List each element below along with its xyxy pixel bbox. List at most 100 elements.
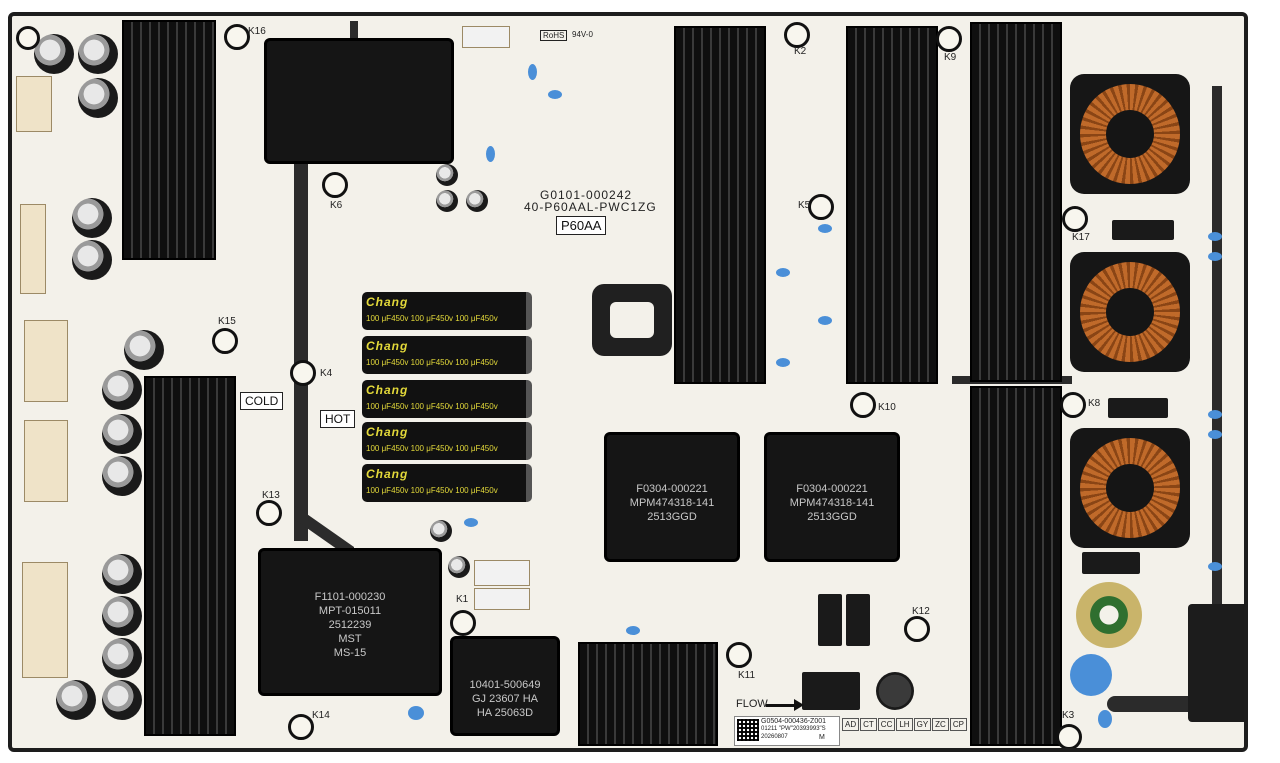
bulk-capacitor-2: Chang 100 μF450v 100 μF450v 100 μF450v xyxy=(362,336,532,374)
blue-cap xyxy=(528,64,537,80)
bulk-capacitor-4: Chang 100 μF450v 100 μF450v 100 μF450v xyxy=(362,422,532,460)
cap-c9 xyxy=(102,456,142,496)
mount-hole-k3 xyxy=(1056,724,1082,748)
qr-code-icon xyxy=(737,719,759,741)
cap-c13 xyxy=(102,680,142,720)
hole-label-k6: K6 xyxy=(330,200,343,211)
varistor-blue xyxy=(1070,654,1112,696)
relay-1 xyxy=(1112,220,1174,240)
bulk-capacitor-1: Chang 100 μF450v 100 μF450v 100 μF450v xyxy=(362,292,532,330)
cap-c11 xyxy=(102,596,142,636)
bulk-capacitor-5: Chang 100 μF450v 100 μF450v 100 μF450v xyxy=(362,464,532,502)
heatsink-right-top xyxy=(970,22,1062,382)
power-supply-board: Chang 100 μF450v 100 μF450v 100 μF450v C… xyxy=(8,12,1248,752)
heatsink-bottom-left xyxy=(144,376,236,736)
mount-hole-k11 xyxy=(726,642,752,668)
hole-label-k2: K2 xyxy=(794,46,807,57)
cap-c3 xyxy=(78,78,118,118)
mount-hole-k6 xyxy=(322,172,348,198)
blue-cap xyxy=(818,316,832,325)
heatsink-right-bottom xyxy=(970,386,1062,746)
cap-c10 xyxy=(102,554,142,594)
connector-center-small-2 xyxy=(474,588,530,610)
optocoupler-1 xyxy=(818,594,842,646)
hole-label-k1: K1 xyxy=(456,594,469,605)
pfc-inductor: 10401-500649 GJ 23607 HA HA 25063D xyxy=(450,636,560,736)
blue-cap xyxy=(548,90,562,99)
hole-label-k13: K13 xyxy=(262,490,280,501)
main-transformer-1: F0304-000221 MPM474318-141 2513GGD xyxy=(604,432,740,562)
cap-c18 xyxy=(430,520,452,542)
cap-c17 xyxy=(466,190,488,212)
connector-left-1 xyxy=(20,204,46,294)
blue-cap xyxy=(1208,562,1222,571)
mount-hole-k10 xyxy=(850,392,876,418)
mount-hole-k9 xyxy=(936,26,962,52)
blue-cap xyxy=(818,224,832,233)
mount-hole-k5 xyxy=(808,194,834,220)
hole-label-k16: K16 xyxy=(248,26,266,37)
relay-2 xyxy=(1108,398,1168,418)
blue-cap xyxy=(776,268,790,277)
part-number: G0101-000242 xyxy=(540,188,633,202)
common-mode-choke-2 xyxy=(1070,252,1190,372)
cap-c14 xyxy=(56,680,96,720)
hole-label-k4: K4 xyxy=(320,368,333,379)
hole-label-k3: K3 xyxy=(1062,710,1075,721)
connector-left-2 xyxy=(24,320,68,402)
mount-hole-k12 xyxy=(904,616,930,642)
main-transformer-2: F0304-000221 MPM474318-141 2513GGD xyxy=(764,432,900,562)
hole-label-k11: K11 xyxy=(738,670,756,681)
mount-hole-k14 xyxy=(288,714,314,740)
mount-hole-k17 xyxy=(1062,206,1088,232)
blue-cap xyxy=(464,518,478,527)
hole-label-k15: K15 xyxy=(218,316,236,327)
heatsink-bottom-center xyxy=(578,642,718,746)
flow-label: FLOW xyxy=(736,698,768,710)
cap-c8 xyxy=(102,414,142,454)
mount-hole-k8 xyxy=(1060,392,1086,418)
connector-center-small xyxy=(474,560,530,586)
pcb-flammability-code: 94V-0 xyxy=(572,30,593,39)
model-box: P60AA xyxy=(556,216,607,235)
ac-inlet-connector xyxy=(1188,604,1244,722)
cap-c6 xyxy=(124,330,164,370)
relay-4 xyxy=(802,672,860,710)
standby-transformer: F1101-000230 MPT-015011 2512239 MST MS-1… xyxy=(258,548,442,696)
flow-arrow xyxy=(766,704,796,707)
blue-cap xyxy=(1208,410,1222,419)
flow-arrow-head xyxy=(794,699,804,711)
cap-c4 xyxy=(72,198,112,238)
mount-hole-k4 xyxy=(290,360,316,386)
cap-c5 xyxy=(72,240,112,280)
cap-c20 xyxy=(876,672,914,710)
common-mode-choke-3 xyxy=(1070,428,1190,548)
trace-hot-cold-divider xyxy=(294,161,308,541)
flyback-transformer-top xyxy=(264,38,454,164)
model-number: 40-P60AAL-PWC1ZG xyxy=(524,200,657,214)
hole-label-k14: K14 xyxy=(312,710,330,721)
cap-c2 xyxy=(78,34,118,74)
small-toroid xyxy=(1076,582,1142,648)
cap-c7 xyxy=(102,370,142,410)
blue-cap xyxy=(776,358,790,367)
blue-cap xyxy=(626,626,640,635)
check-boxes: AD CT CC LH GY ZC CP xyxy=(842,718,967,731)
cap-c19 xyxy=(448,556,470,578)
bridge-rectifier-window xyxy=(610,302,654,338)
blue-cap xyxy=(1208,252,1222,261)
relay-3 xyxy=(1082,552,1140,574)
mount-hole-k15 xyxy=(212,328,238,354)
connector-top-center xyxy=(462,26,510,48)
blue-cap xyxy=(1098,710,1112,728)
blue-cap xyxy=(1208,430,1222,439)
optocoupler-2 xyxy=(846,594,870,646)
hole-label-k17: K17 xyxy=(1072,232,1090,243)
blue-cap xyxy=(408,706,424,720)
hot-label: HOT xyxy=(320,410,356,428)
heatsink-center-right xyxy=(846,26,938,384)
blue-cap xyxy=(486,146,495,162)
connector-left-3 xyxy=(24,420,68,502)
mount-hole-top-left xyxy=(16,26,40,50)
cap-c1 xyxy=(34,34,74,74)
